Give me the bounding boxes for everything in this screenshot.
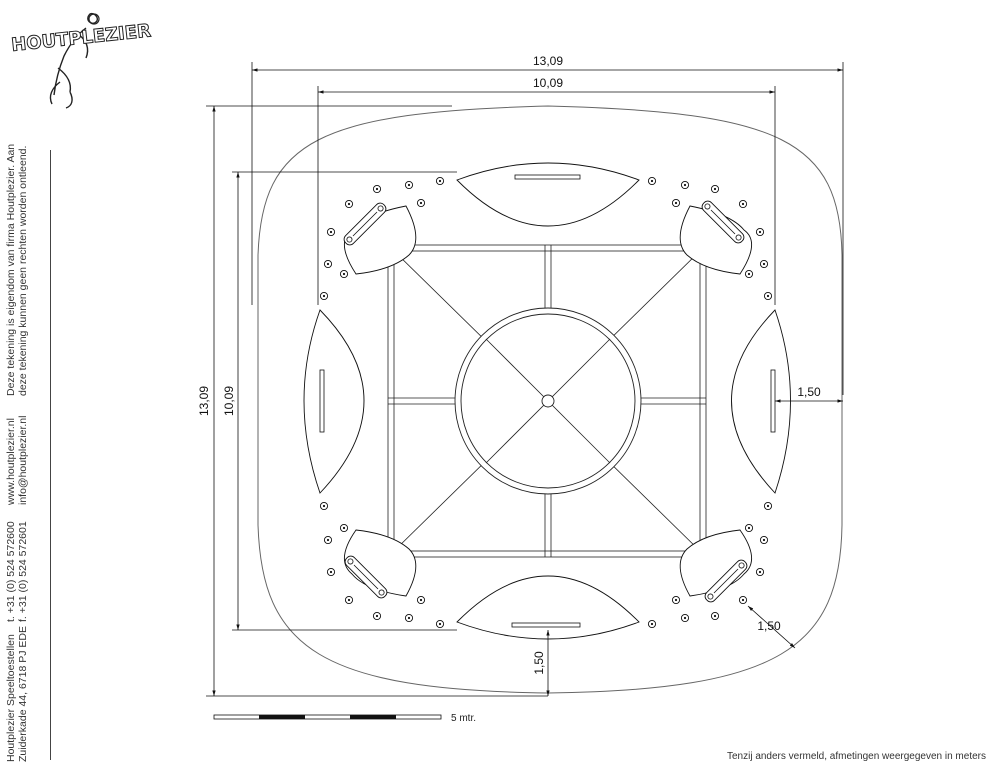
dimension-outer-width: 13,09 [533, 54, 563, 68]
logo-text: HOUTPLEZIER [10, 20, 152, 56]
corner-seat-top-right [679, 205, 752, 275]
safety-zone-outline [257, 105, 843, 694]
dimension-bottom-clearance: 1,50 [532, 651, 546, 675]
left-seat [303, 309, 365, 494]
title-block-sidebar: Houtplezier Speeltoestellen Zuiderkade 4… [0, 0, 60, 775]
scale-bar [213, 714, 442, 720]
dimension-outer-height: 13,09 [197, 386, 211, 416]
dimension-inner-height: 10,09 [222, 386, 236, 416]
bottom-seat [456, 575, 640, 640]
dimension-lines [206, 62, 844, 697]
center-ring [454, 307, 642, 495]
sidebar-divider [50, 150, 51, 760]
dimension-inner-width: 10,09 [533, 76, 563, 90]
scale-label: 5 mtr. [451, 713, 477, 724]
houtplezier-logo: HOUTPLEZIER [10, 12, 153, 109]
dimension-right-clearance: 1,50 [797, 385, 821, 399]
right-seat [731, 309, 791, 494]
units-note: Tenzij anders vermeld, afmetingen weerge… [726, 751, 986, 762]
top-seat [456, 162, 640, 227]
dimension-corner-clearance: 1,50 [757, 619, 781, 633]
